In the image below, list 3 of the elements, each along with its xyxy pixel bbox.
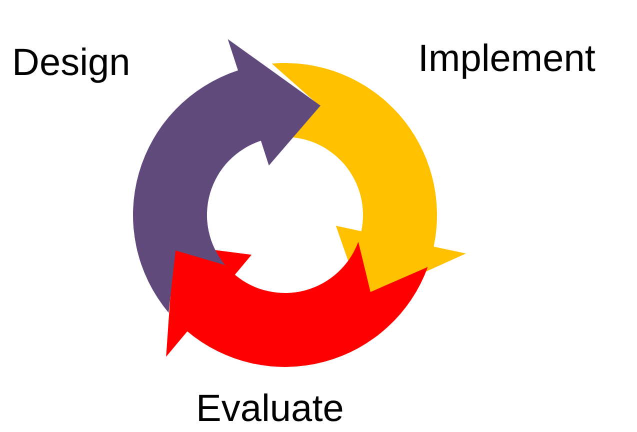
stage-label: Implement bbox=[418, 40, 596, 78]
stage-label: Design bbox=[12, 44, 130, 82]
stage-label: Evaluate bbox=[196, 390, 344, 428]
